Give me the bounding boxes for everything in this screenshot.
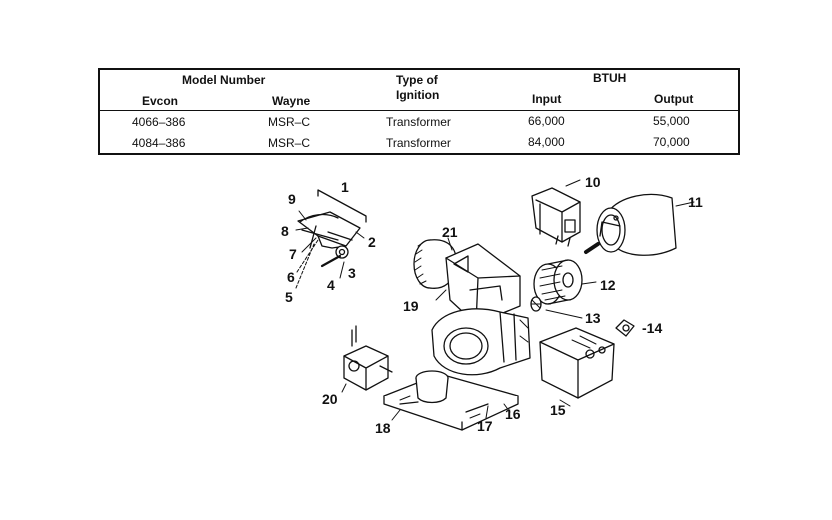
header-evcon: Evcon bbox=[142, 94, 179, 108]
table-divider bbox=[100, 110, 738, 111]
callout-6: 6 bbox=[287, 269, 295, 285]
electrode-assembly bbox=[295, 189, 367, 289]
row1-output: 55,000 bbox=[653, 114, 690, 128]
callout-2: 2 bbox=[368, 234, 376, 250]
callout-17: 17 bbox=[477, 418, 493, 434]
base-plate bbox=[383, 370, 519, 431]
header-output: Output bbox=[654, 92, 694, 106]
motor bbox=[584, 193, 695, 256]
callout-5: 5 bbox=[285, 289, 293, 305]
row2-output: 70,000 bbox=[653, 135, 690, 149]
header-input: Input bbox=[532, 92, 562, 106]
row2-input: 84,000 bbox=[528, 135, 565, 149]
callout-4: 4 bbox=[327, 277, 335, 293]
callout-20: 20 bbox=[322, 391, 338, 407]
fitting bbox=[615, 319, 635, 337]
callout-8: 8 bbox=[281, 223, 289, 239]
callout-11: 11 bbox=[688, 194, 703, 210]
callout-10: 10 bbox=[585, 174, 601, 190]
burner-housing bbox=[413, 237, 521, 325]
row1-evcon: 4066–386 bbox=[132, 115, 186, 129]
blower-housing bbox=[431, 308, 531, 376]
callout-19: 19 bbox=[403, 298, 419, 314]
control-box bbox=[539, 327, 615, 407]
header-model-number: Model Number bbox=[182, 73, 266, 87]
header-type-of: Type of bbox=[396, 73, 438, 87]
header-wayne: Wayne bbox=[272, 94, 311, 108]
callout-9: 9 bbox=[288, 191, 296, 207]
header-ignition: Ignition bbox=[396, 88, 440, 102]
primary-control bbox=[341, 325, 393, 393]
callout-7: 7 bbox=[289, 246, 297, 262]
coupling bbox=[530, 296, 583, 319]
row1-input: 66,000 bbox=[528, 114, 565, 128]
blower-wheel bbox=[533, 259, 597, 305]
callout-21: 21 bbox=[442, 224, 458, 240]
row2-ignition: Transformer bbox=[386, 136, 451, 150]
row2-wayne: MSR–C bbox=[268, 136, 311, 150]
model-spec-table: Model Number Evcon Wayne Type of Ignitio… bbox=[98, 68, 740, 155]
callout-12: 12 bbox=[600, 277, 616, 293]
row1-wayne: MSR–C bbox=[268, 115, 311, 129]
header-btuh: BTUH bbox=[593, 71, 627, 85]
row1-ignition: Transformer bbox=[386, 115, 451, 129]
callout-14: -14 bbox=[642, 320, 662, 336]
callout-15: 15 bbox=[550, 402, 566, 418]
callout-18: 18 bbox=[375, 420, 391, 436]
row2-evcon: 4084–386 bbox=[132, 136, 186, 150]
callout-3: 3 bbox=[348, 265, 356, 281]
transformer bbox=[531, 179, 581, 247]
callout-16: 16 bbox=[505, 406, 521, 422]
callout-1: 1 bbox=[341, 179, 349, 195]
callout-13: 13 bbox=[585, 310, 601, 326]
